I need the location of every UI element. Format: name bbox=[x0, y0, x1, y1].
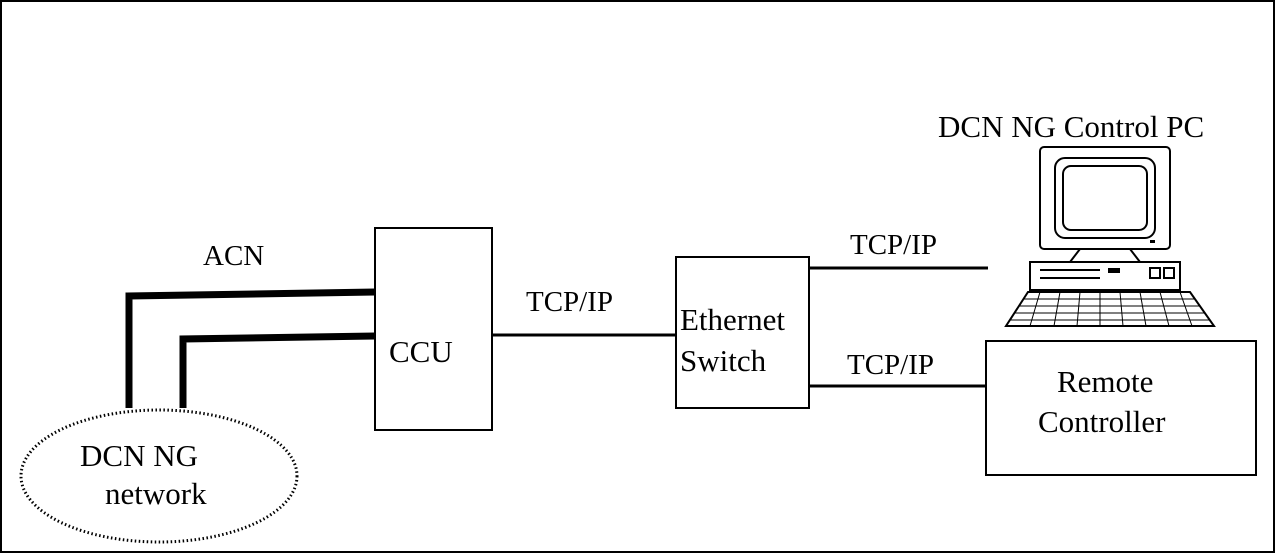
monitor-power-led bbox=[1150, 240, 1155, 243]
dcn-ng-network-cloud bbox=[19, 408, 299, 544]
acn-connection-lower bbox=[179, 332, 376, 408]
ccu-box bbox=[374, 227, 493, 431]
acn-label: ACN bbox=[203, 240, 264, 272]
reset-button bbox=[1163, 267, 1175, 279]
tcp-ip-label-switch-pc: TCP/IP bbox=[850, 229, 937, 261]
ethernet-switch-label-line2: Switch bbox=[680, 343, 767, 378]
ethernet-switch-label-line1: Ethernet bbox=[680, 302, 785, 337]
acn-connection-upper bbox=[125, 288, 376, 408]
ccu-label: CCU bbox=[389, 334, 453, 369]
remote-controller-box bbox=[985, 340, 1257, 476]
monitor-stand bbox=[1067, 248, 1143, 263]
remote-controller-label-line1: Remote bbox=[1057, 364, 1153, 399]
monitor-screen bbox=[1062, 165, 1148, 231]
keyboard bbox=[1004, 291, 1216, 327]
remote-controller-label-line2: Controller bbox=[1038, 404, 1166, 439]
control-pc-label: DCN NG Control PC bbox=[938, 109, 1204, 144]
desktop-computer-icon bbox=[1004, 146, 1216, 327]
ethernet-switch-box bbox=[675, 256, 810, 409]
drive-slot bbox=[1108, 268, 1120, 273]
tcp-ip-label-ccu-switch: TCP/IP bbox=[526, 286, 613, 318]
network-label-line2: network bbox=[105, 476, 207, 511]
network-label-line1: DCN NG bbox=[80, 438, 198, 473]
power-button bbox=[1149, 267, 1161, 279]
tcp-ip-label-switch-remote: TCP/IP bbox=[847, 349, 934, 381]
